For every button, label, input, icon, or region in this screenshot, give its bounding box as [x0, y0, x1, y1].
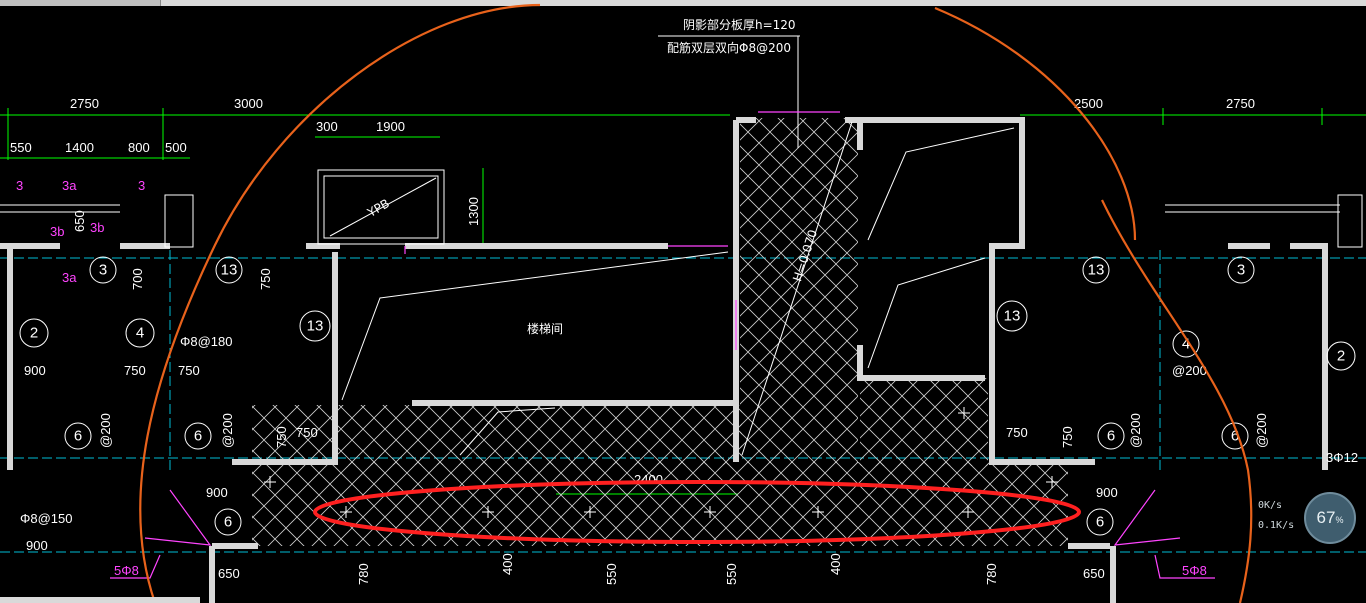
- dim-text: 700: [130, 268, 145, 290]
- dim-text: 500: [165, 140, 187, 155]
- download-rate: 0.1K/s: [1258, 520, 1295, 531]
- dim-text: 650: [72, 210, 87, 232]
- dim-text: 650: [218, 566, 240, 581]
- bubble-label: 6: [194, 428, 202, 445]
- dim-text: 3000: [234, 96, 263, 111]
- section-mark: 3a: [62, 270, 77, 285]
- dim-text: 750: [1006, 425, 1028, 440]
- dim-text: 900: [206, 485, 228, 500]
- bubble-label: 4: [1182, 336, 1190, 353]
- dim-text: 1400: [65, 140, 94, 155]
- section-mark: 3: [16, 178, 23, 193]
- rebar-label: @200: [1128, 413, 1143, 448]
- dim-text: 750: [1060, 426, 1075, 448]
- axis-lines: [0, 250, 1366, 553]
- dim-text: 750: [258, 268, 273, 290]
- rebar-label: Φ8@150: [20, 511, 73, 526]
- bubble-label: 6: [74, 428, 82, 445]
- rebar-label: Φ8@180: [180, 334, 233, 349]
- dim-text: 750: [274, 426, 289, 448]
- usage-percent-sign: %: [1335, 515, 1344, 525]
- bubble-label: 4: [136, 325, 144, 342]
- usage-percent-gauge[interactable]: 67%: [1304, 492, 1356, 544]
- dim-text: 550: [10, 140, 32, 155]
- window-tab[interactable]: [0, 0, 161, 6]
- window-bottom-strip: [0, 597, 200, 603]
- bubble-label: 13: [1088, 262, 1105, 279]
- dim-text: 2500: [1074, 96, 1103, 111]
- rebar-callout: 5Φ8: [1182, 563, 1207, 578]
- section-mark: 3b: [50, 224, 64, 239]
- bubble-label: 3: [1237, 262, 1245, 279]
- rebar-label: 3Φ12: [1326, 450, 1358, 465]
- window-top-strip: [0, 0, 1366, 6]
- rebar-label: @200: [1254, 413, 1269, 448]
- dim-text: 750: [124, 363, 146, 378]
- bubble-label: 2: [30, 325, 38, 342]
- dim-text: 780: [356, 563, 371, 585]
- door-markers: [110, 111, 1215, 579]
- dim-text: 800: [128, 140, 150, 155]
- network-monitor-widget[interactable]: 0K/s 0.1K/s 67%: [1246, 486, 1362, 548]
- shadow-rebar-note: 配筋双层双向Φ8@200: [667, 40, 791, 55]
- dim-text: 400: [828, 553, 843, 575]
- bubble-label: 3: [99, 262, 107, 279]
- orange-markup-arc: [139, 3, 1253, 603]
- bubble-label: 13: [1004, 308, 1021, 325]
- rebar-label: @200: [220, 413, 235, 448]
- dim-text: 900: [1096, 485, 1118, 500]
- dim-text: 550: [604, 563, 619, 585]
- bubble-label: 13: [221, 262, 238, 279]
- dim-text: 2400: [634, 472, 663, 487]
- shadow-thickness-note: 阴影部分板厚h=120: [683, 17, 796, 32]
- dim-text: 900: [26, 538, 48, 553]
- upload-rate: 0K/s: [1258, 500, 1283, 511]
- rebar-callout: 5Φ8: [114, 563, 139, 578]
- walls: [0, 117, 1328, 603]
- dim-text: 750: [178, 363, 200, 378]
- dim-text: 2750: [1226, 96, 1255, 111]
- dim-text: 1300: [466, 197, 481, 226]
- bubble-label: 6: [224, 514, 232, 531]
- red-markup-ellipse: [313, 480, 1081, 544]
- cursor-marks: [264, 407, 1058, 518]
- usage-percent: 67: [1316, 508, 1336, 527]
- bubble-label: 13: [307, 318, 324, 335]
- dim-text: 780: [984, 563, 999, 585]
- bubble-label: 6: [1107, 428, 1115, 445]
- rebar-label: @200: [98, 413, 113, 448]
- dim-text: 400: [500, 553, 515, 575]
- rebar-label: @200: [1172, 363, 1207, 378]
- bubble-label: 6: [1231, 428, 1239, 445]
- dim-text: 1900: [376, 119, 405, 134]
- dim-text: 550: [724, 563, 739, 585]
- stair-lines: [0, 35, 1363, 456]
- bubble-label: 2: [1337, 348, 1345, 365]
- stair-room-label: 楼梯间: [527, 321, 563, 336]
- section-mark: 3: [138, 178, 145, 193]
- bubble-label: 6: [1096, 514, 1104, 531]
- dim-text: 300: [316, 119, 338, 134]
- dim-text: 650: [1083, 566, 1105, 581]
- ypb-label: YPB: [364, 196, 392, 220]
- dim-text: 750: [296, 425, 318, 440]
- section-mark: 3b: [90, 220, 104, 235]
- dim-text: 2750: [70, 96, 99, 111]
- dim-text: 900: [24, 363, 46, 378]
- section-mark: 3a: [62, 178, 77, 193]
- detail-bubbles: [19, 256, 1356, 536]
